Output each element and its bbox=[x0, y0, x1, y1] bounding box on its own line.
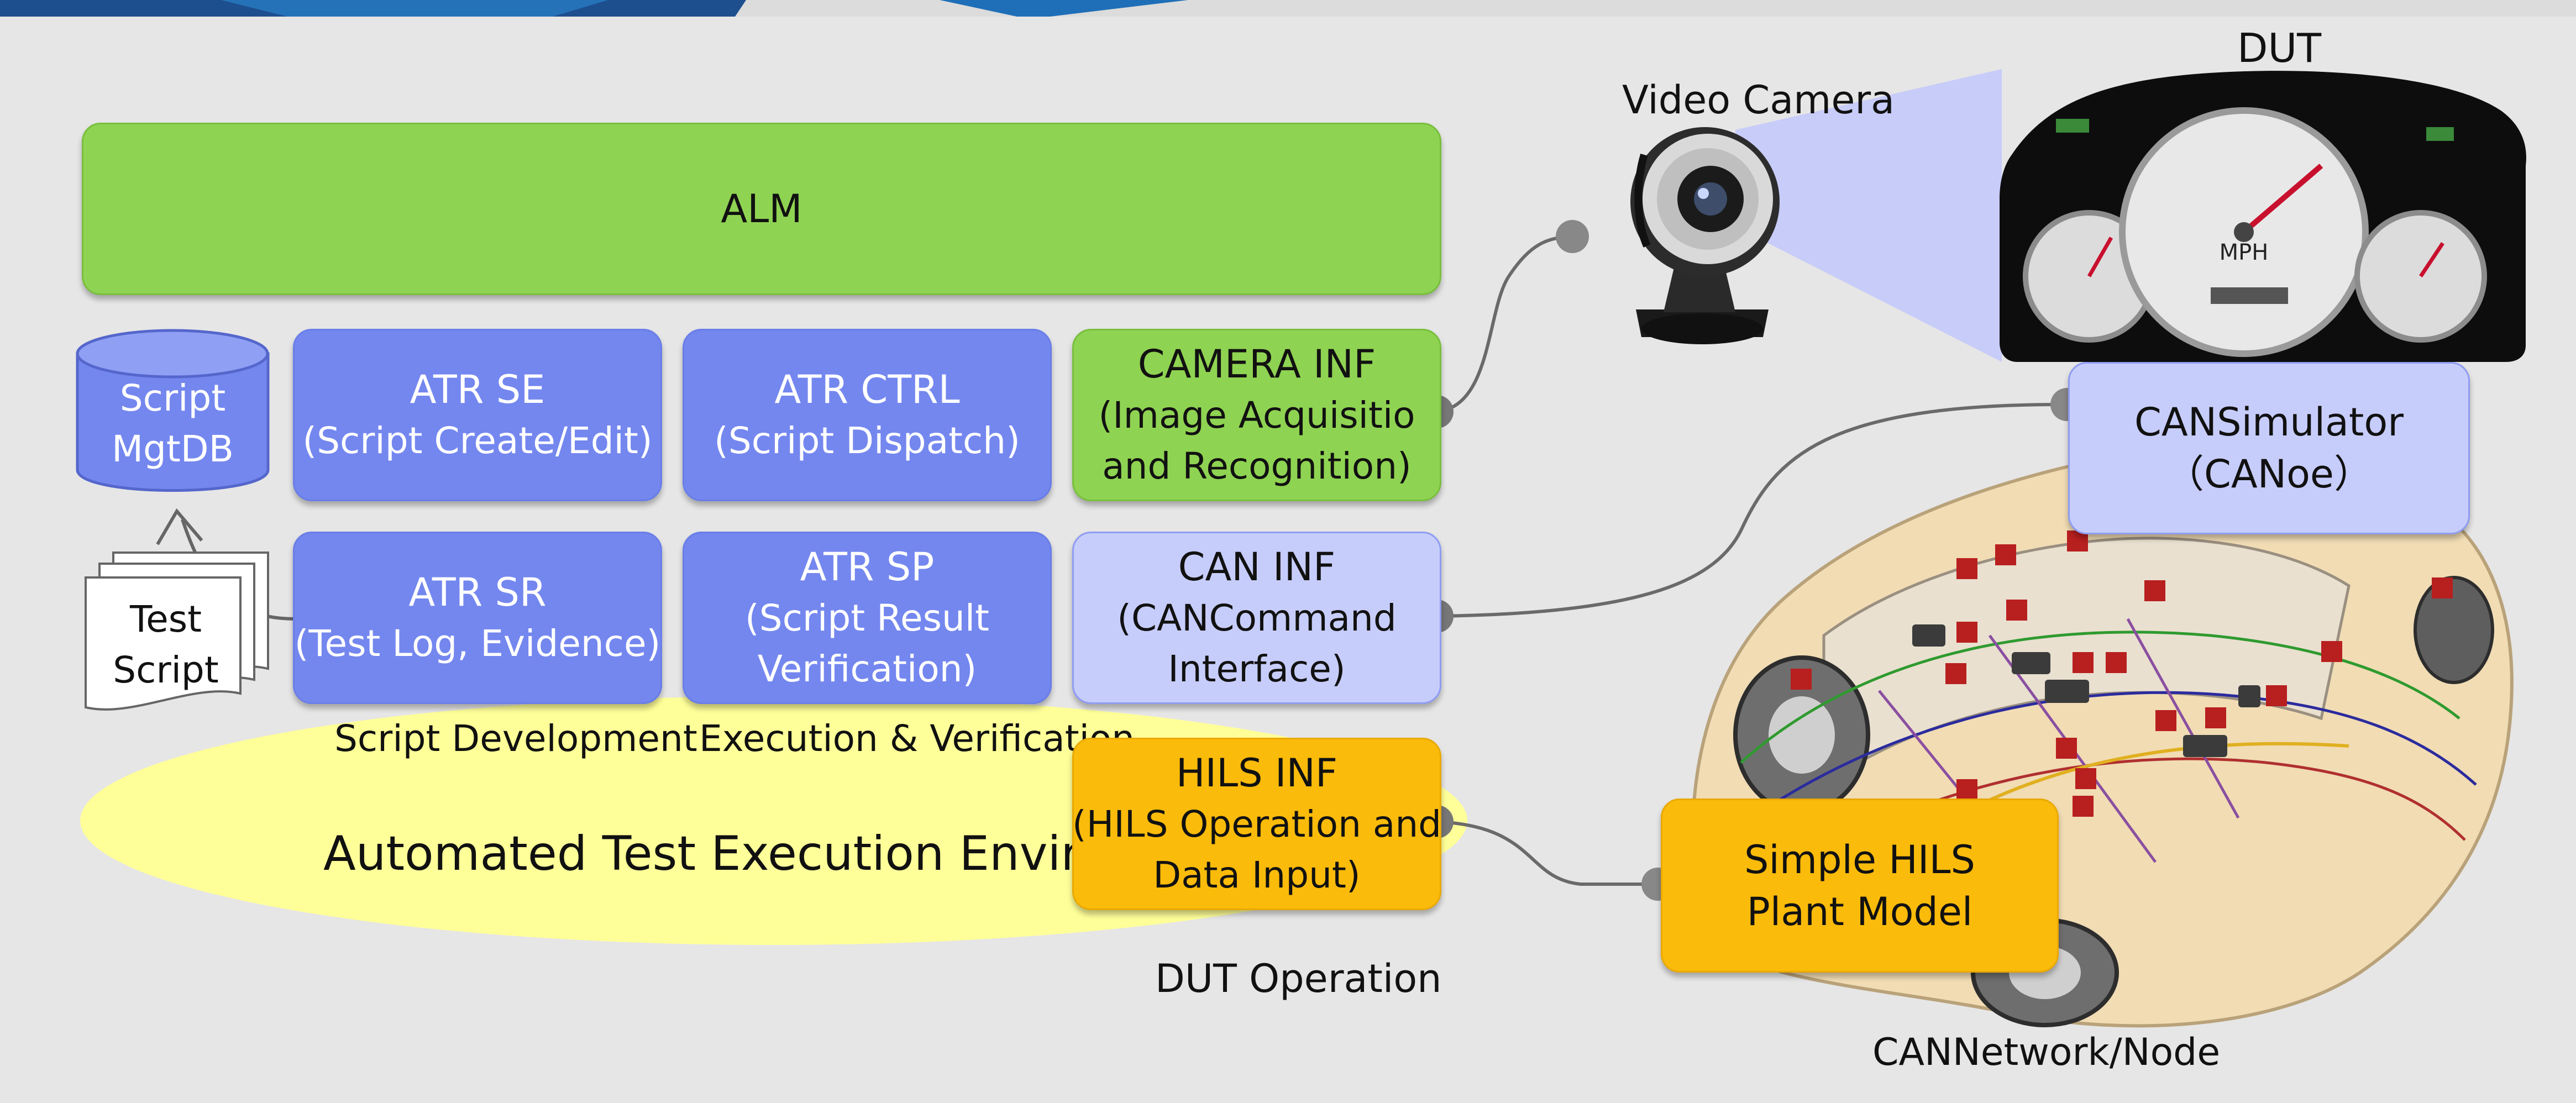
can-simulator-line2: （CANoe） bbox=[2165, 451, 2373, 497]
webcam-illustration bbox=[1630, 127, 1780, 344]
test-script-label: Test Script bbox=[97, 594, 235, 696]
atr-ctrl-title: ATR CTRL bbox=[774, 367, 960, 412]
hils-plant-line1: Simple HILS bbox=[1744, 837, 1975, 883]
camera-inf-title: CAMERA INF bbox=[1137, 342, 1376, 387]
atr-sp-title: ATR SP bbox=[800, 544, 935, 590]
hils-inf-line2: (HILS Operation and bbox=[1072, 803, 1441, 845]
can-inf-line2: (CANCommand bbox=[1117, 597, 1397, 639]
can-simulator-line1: CANSimulator bbox=[2134, 400, 2404, 445]
script-mgtdb-cylinder bbox=[76, 329, 270, 492]
hils-plant-line2: Plant Model bbox=[1746, 889, 1973, 934]
hils-plant-model-box: Simple HILS Plant Model bbox=[1661, 799, 2059, 973]
atr-se-title: ATR SE bbox=[410, 367, 545, 412]
test-script-line1: Test bbox=[130, 598, 202, 640]
camera-inf-line3: and Recognition) bbox=[1102, 445, 1412, 487]
script-mgtdb-line1: Script bbox=[119, 377, 226, 419]
test-script-document bbox=[85, 552, 269, 711]
atr-se-subtitle: (Script Create/Edit) bbox=[302, 419, 653, 462]
execution-verification-label: Execution & Verification bbox=[699, 717, 1135, 760]
script-development-label: Script Development bbox=[334, 717, 697, 760]
atr-se-box: ATR SE (Script Create/Edit) bbox=[293, 329, 662, 501]
can-connector bbox=[1436, 402, 2068, 618]
can-network-label: CANNetwork/Node bbox=[1872, 1031, 2221, 1074]
can-inf-title: CAN INF bbox=[1178, 544, 1336, 590]
script-mgtdb-line2: MgtDB bbox=[112, 428, 234, 470]
atr-sr-title: ATR SR bbox=[408, 570, 547, 615]
script-mgtdb-label: Script MgtDB bbox=[77, 373, 268, 475]
hils-connector bbox=[1436, 820, 1658, 886]
hils-inf-line3: Data Input) bbox=[1153, 854, 1361, 896]
dut-instrument-cluster: MPH bbox=[2000, 71, 2526, 363]
hils-inf-box: HILS INF (HILS Operation and Data Input) bbox=[1072, 738, 1441, 910]
hils-inf-title: HILS INF bbox=[1176, 750, 1338, 796]
camera-inf-box: CAMERA INF (Image Acquisitio and Recogni… bbox=[1072, 329, 1441, 501]
atr-sp-line3: Verification) bbox=[757, 648, 977, 690]
gauge-mph-label: MPH bbox=[2220, 240, 2269, 265]
can-inf-box: CAN INF (CANCommand Interface) bbox=[1072, 532, 1441, 704]
atr-sr-subtitle: (Test Log, Evidence) bbox=[294, 622, 661, 665]
can-simulator-box: CANSimulator （CANoe） bbox=[2068, 362, 2470, 534]
alm-label: ALM bbox=[721, 186, 802, 232]
atr-ctrl-subtitle: (Script Dispatch) bbox=[714, 419, 1020, 462]
camera-view-beam bbox=[1735, 69, 2002, 362]
alm-box: ALM bbox=[82, 123, 1441, 295]
video-camera-label: Video Camera bbox=[1622, 77, 1895, 123]
atr-sp-box: ATR SP (Script Result Verification) bbox=[683, 532, 1052, 704]
test-script-line2: Script bbox=[113, 649, 219, 691]
atr-sr-box: ATR SR (Test Log, Evidence) bbox=[293, 532, 662, 704]
dut-operation-label: DUT Operation bbox=[1155, 956, 1442, 1001]
camera-connector bbox=[1436, 235, 1573, 413]
dut-label: DUT bbox=[2237, 25, 2322, 71]
atr-sp-line2: (Script Result bbox=[744, 597, 990, 639]
can-inf-line3: Interface) bbox=[1168, 648, 1346, 690]
camera-inf-line2: (Image Acquisitio bbox=[1098, 394, 1415, 437]
atr-ctrl-box: ATR CTRL (Script Dispatch) bbox=[683, 329, 1052, 501]
